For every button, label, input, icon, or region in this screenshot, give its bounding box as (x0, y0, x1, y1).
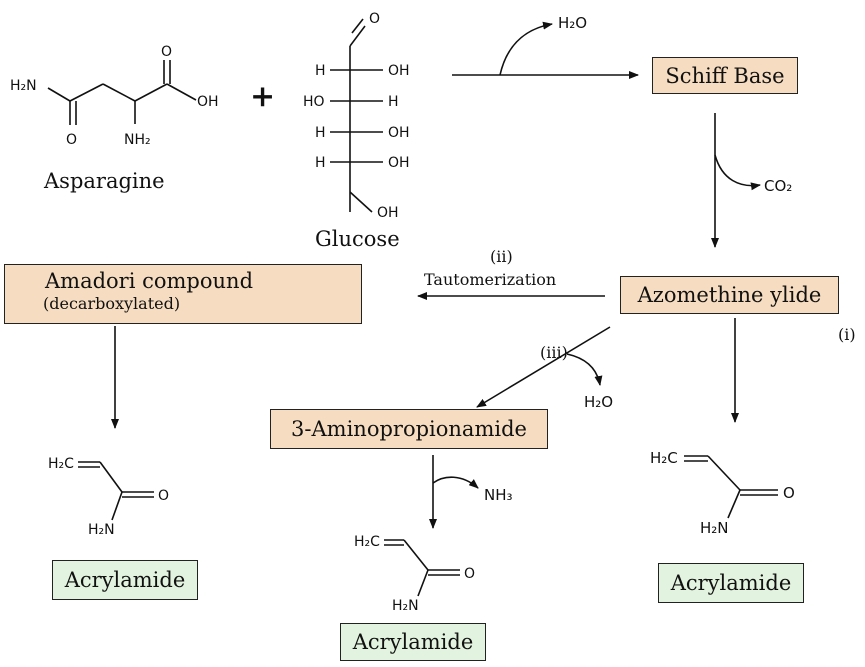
glucose-r4-left: H (315, 155, 326, 171)
acrylamide-structure-left (78, 461, 154, 521)
azomethine-ylide-box: Azomethine ylide (620, 276, 839, 314)
asparagine-amide-o: O (66, 132, 77, 148)
acrylamide-label-right: Acrylamide (670, 571, 792, 595)
amadori-compound-sub: (decarboxylated) (43, 294, 181, 313)
glucose-structure (330, 18, 383, 213)
plus-sign: + (250, 79, 275, 114)
acrylamide-box-middle: Acrylamide (340, 623, 486, 661)
acrylamide-middle-o: O (464, 566, 475, 582)
acrylamide-label-left: Acrylamide (64, 568, 186, 592)
acrylamide-structure-right (684, 455, 778, 519)
acrylamide-left-ch2: H₂C (48, 456, 74, 472)
asparagine-acid-o: O (161, 44, 172, 60)
glucose-r3-left: H (315, 125, 326, 141)
acrylamide-label-middle: Acrylamide (352, 630, 474, 654)
curved-arrow-co2 (714, 154, 761, 191)
acrylamide-right-ch2: H₂C (650, 449, 678, 467)
asparagine-label: Asparagine (43, 169, 165, 193)
aminopropionamide-box: 3-Aminopropionamide (270, 409, 548, 449)
acrylamide-right-nh2: H₂N (700, 519, 729, 537)
asparagine-structure (47, 60, 197, 125)
glucose-r1-right: OH (388, 63, 410, 79)
glucose-r4-right: OH (388, 155, 410, 171)
schiff-base-label: Schiff Base (665, 63, 785, 88)
asparagine-acid-oh: OH (197, 94, 219, 110)
acrylamide-middle-ch2: H₂C (354, 534, 380, 550)
acrylamide-right-o: O (783, 484, 795, 502)
tautomerization-label: Tautomerization (424, 270, 556, 289)
acrylamide-middle-nh2: H₂N (392, 598, 419, 614)
glucose-label: Glucose (315, 227, 400, 251)
glucose-terminal-oh: OH (377, 205, 399, 221)
acrylamide-structure-middle (384, 539, 460, 597)
azomethine-ylide-label: Azomethine ylide (637, 283, 822, 307)
ammonia-release: NH₃ (484, 486, 513, 504)
asparagine-amine: NH₂ (124, 132, 151, 148)
glucose-r1-left: H (315, 63, 326, 79)
arrow-pathway-iii (476, 326, 611, 408)
pathway-ii-label: (ii) (490, 247, 513, 266)
acrylamide-box-left: Acrylamide (52, 560, 198, 600)
pathway-i-label: (i) (838, 325, 856, 344)
glucose-aldehyde-o: O (369, 11, 380, 27)
glucose-r3-right: OH (388, 125, 410, 141)
co2-release: CO₂ (764, 177, 792, 195)
amadori-compound-box: Amadori compound (decarboxylated) (4, 264, 362, 324)
water-release-1: H₂O (558, 14, 587, 32)
glucose-r2-left: HO (303, 94, 325, 110)
asparagine-amide-n: H₂N (10, 78, 37, 94)
acrylamide-left-nh2: H₂N (88, 522, 115, 538)
aminopropionamide-label: 3-Aminopropionamide (291, 417, 527, 441)
glucose-r2-right: H (388, 94, 399, 110)
schiff-base-box: Schiff Base (652, 57, 798, 94)
water-release-2: H₂O (584, 393, 613, 411)
curved-arrow-water-1 (499, 21, 553, 76)
curved-arrow-ammonia (432, 476, 479, 489)
amadori-compound-label: Amadori compound (45, 269, 254, 293)
pathway-iii-label: (iii) (540, 343, 568, 362)
acrylamide-box-right: Acrylamide (658, 563, 804, 603)
curved-arrow-water-2 (566, 353, 603, 386)
acrylamide-left-o: O (158, 488, 169, 504)
